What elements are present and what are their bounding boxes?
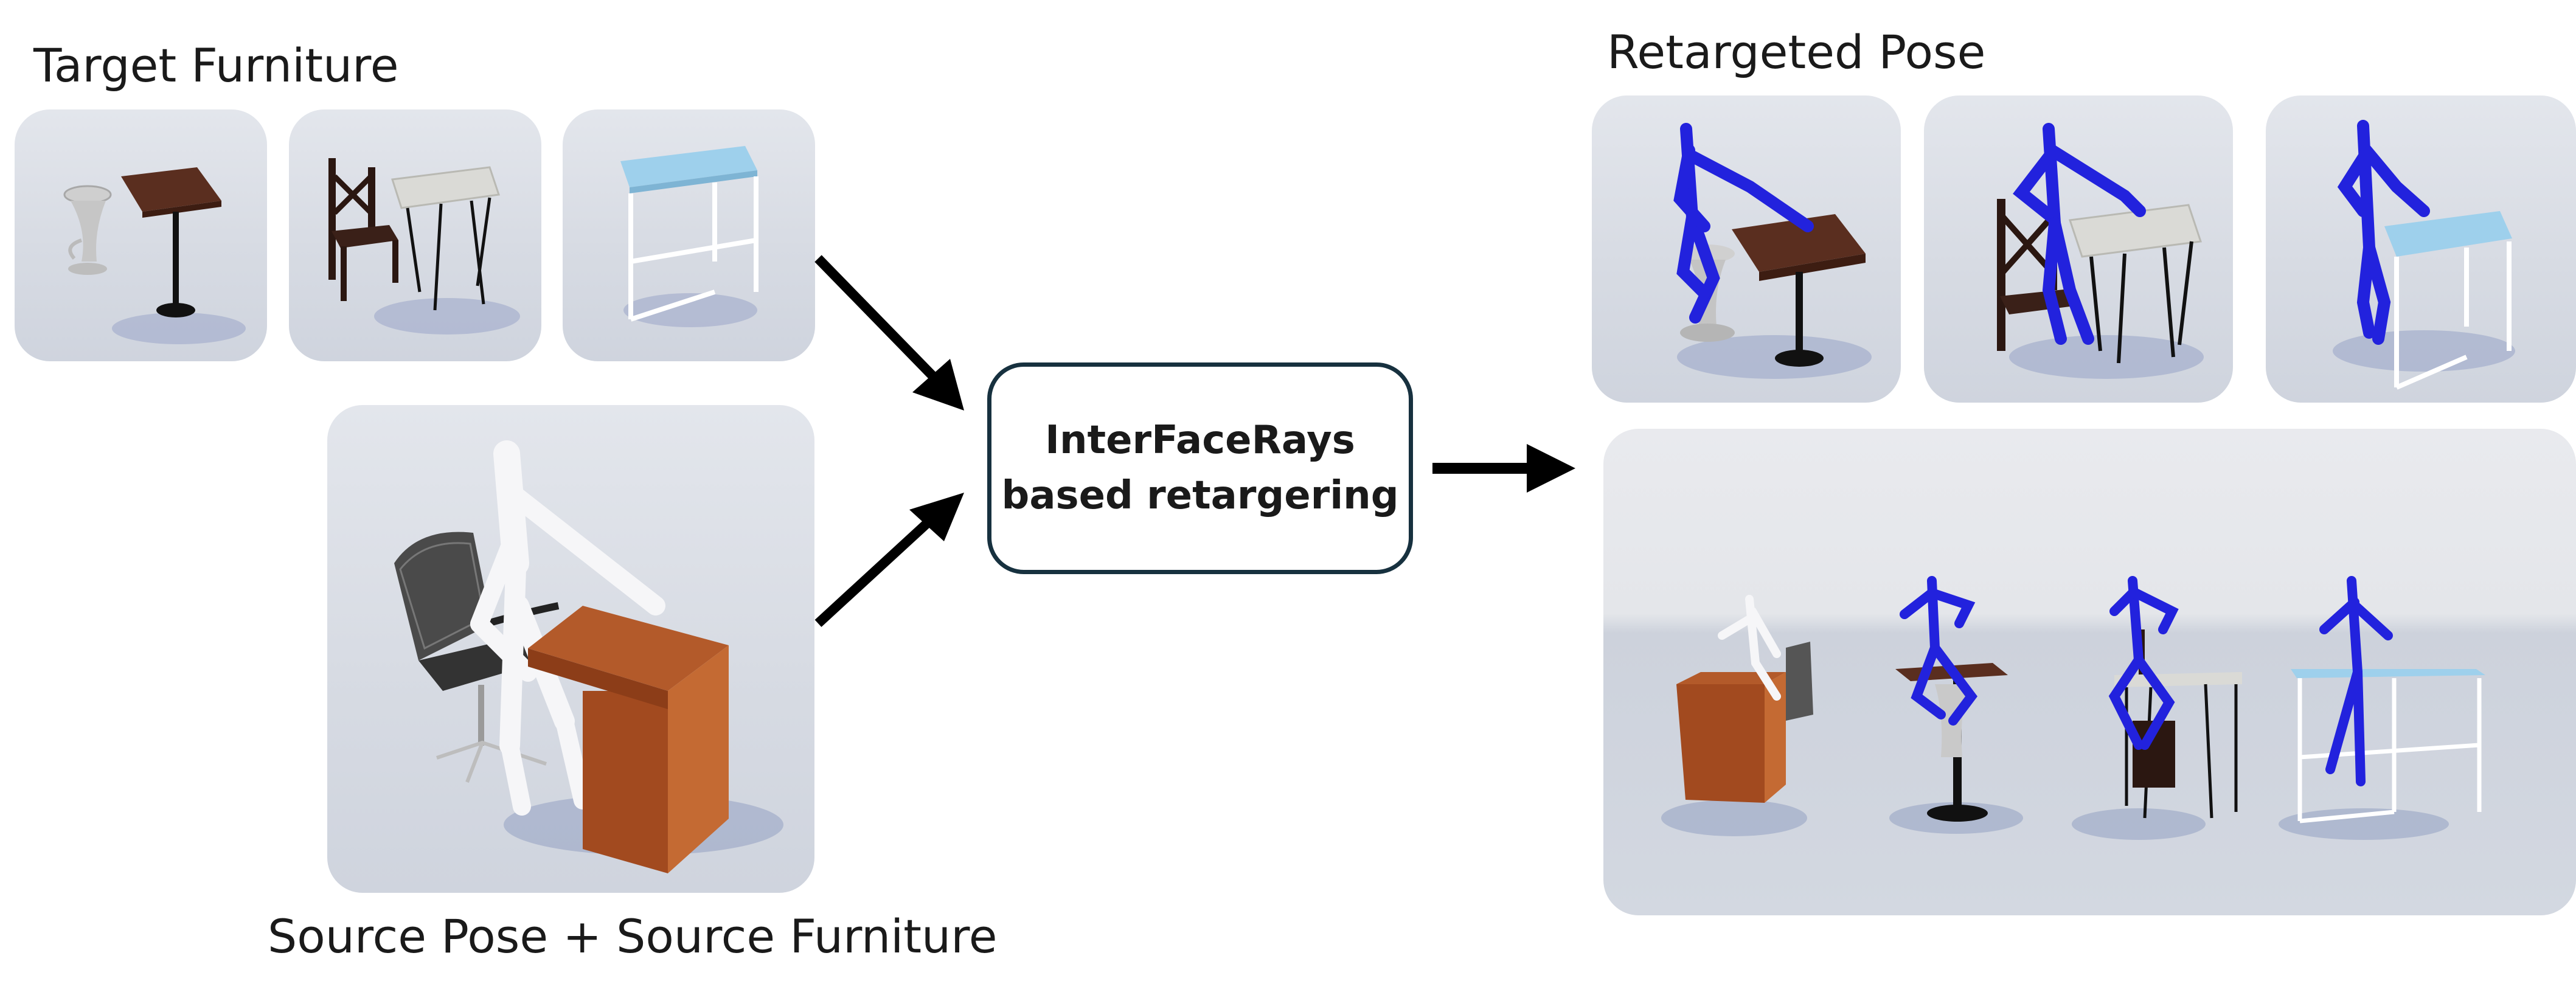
- target-panel-stool-table: [15, 109, 267, 361]
- target-panel-chair-desk: [289, 109, 541, 361]
- arrow-target-to-method: [814, 255, 964, 411]
- arrow-method-to-result: [1432, 444, 1575, 493]
- source-pose-panel: [327, 405, 814, 893]
- target-panel-tall-table: [563, 109, 815, 361]
- retargeted-panel-stool-table: [1592, 95, 1901, 403]
- method-box: InterFaceRays based retargering: [987, 362, 1413, 574]
- method-title-line2: based retargering: [1001, 473, 1399, 518]
- retargeted-scene-panel: [1603, 429, 2576, 915]
- retargeted-panel-tall-table: [2266, 95, 2576, 403]
- arrow-source-to-method: [814, 493, 964, 627]
- target-furniture-label: Target Furniture: [33, 38, 399, 92]
- retargeted-pose-label: Retargeted Pose: [1607, 25, 1986, 79]
- method-title-line1: InterFaceRays: [1045, 418, 1355, 463]
- retargeted-panel-chair-desk: [1924, 95, 2233, 403]
- source-label: Source Pose + Source Furniture: [268, 909, 998, 963]
